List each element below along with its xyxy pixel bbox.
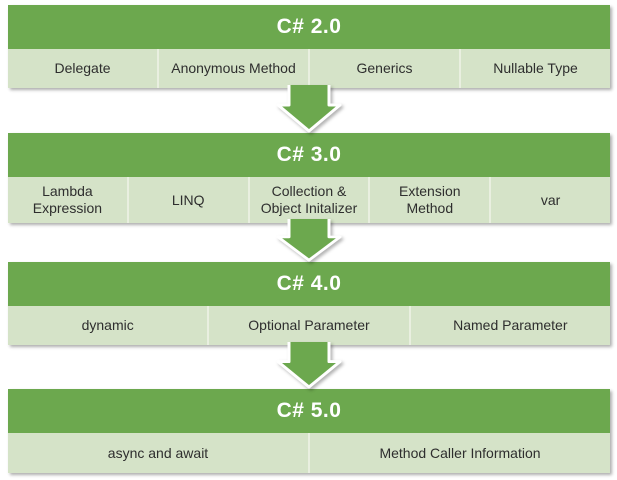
feature-cell: Named Parameter [408,306,610,345]
version-block-csharp-2: C# 2.0 Delegate Anonymous Method Generic… [8,5,610,88]
feature-cell: Optional Parameter [207,306,409,345]
version-block-csharp-4: C# 4.0 dynamic Optional Parameter Named … [8,262,610,345]
feature-cell: Delegate [8,49,157,88]
features-row: async and await Method Caller Informatio… [8,433,610,473]
feature-cell: var [489,177,610,223]
feature-cell: Lambda Expression [8,177,127,223]
feature-cell: Nullable Type [459,49,610,88]
version-block-csharp-5: C# 5.0 async and await Method Caller Inf… [8,389,610,473]
feature-cell: Method Caller Information [308,433,610,473]
version-header: C# 2.0 [8,5,610,49]
feature-cell: Collection & Object Initalizer [247,177,369,223]
version-header: C# 5.0 [8,389,610,433]
feature-cell: Anonymous Method [157,49,308,88]
features-row: dynamic Optional Parameter Named Paramet… [8,306,610,345]
features-row: Delegate Anonymous Method Generics Nulla… [8,49,610,88]
feature-cell: dynamic [8,306,208,345]
feature-cell: Generics [308,49,459,88]
down-arrow-icon [276,219,342,262]
version-block-csharp-3: C# 3.0 Lambda Expression LINQ Collection… [8,133,610,223]
features-row: Lambda Expression LINQ Collection & Obje… [8,177,610,223]
down-arrow-icon [276,85,342,133]
feature-cell: LINQ [126,177,248,223]
feature-cell: async and await [8,433,308,473]
version-header: C# 4.0 [8,262,610,306]
version-header: C# 3.0 [8,133,610,177]
feature-cell: Extension Method [368,177,490,223]
down-arrow-icon [276,342,342,389]
